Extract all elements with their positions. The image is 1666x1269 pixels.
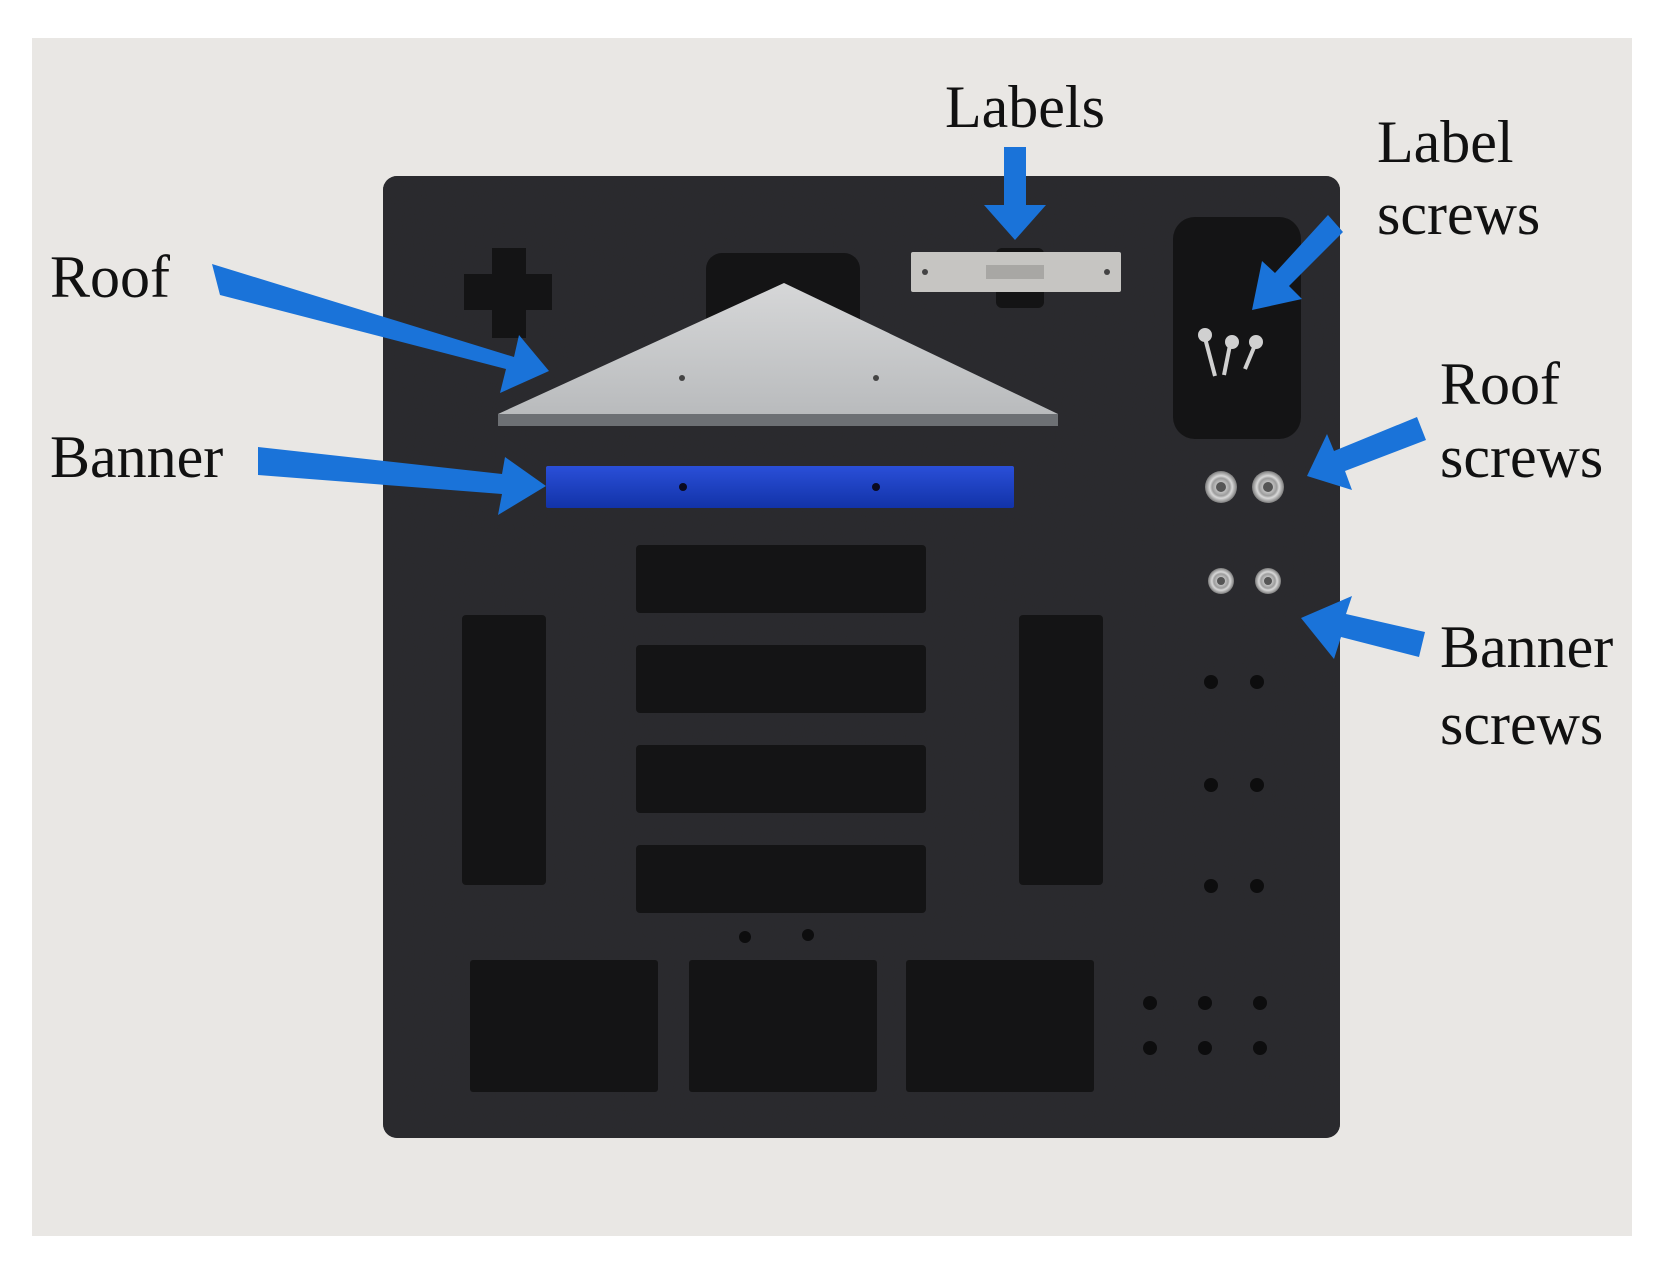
arrow-banner <box>258 447 546 515</box>
arrow-roof-screws <box>1307 417 1426 490</box>
label-screws <box>1198 328 1263 377</box>
annotation-arrows <box>212 147 1426 659</box>
labels-caption: Labels <box>945 74 1105 140</box>
label-screws-caption-line2: screws <box>1377 181 1541 247</box>
arrow-labels <box>984 147 1046 240</box>
roof-piece <box>498 283 1058 426</box>
roof-screws <box>1205 471 1284 503</box>
roof-caption: Roof <box>50 244 170 310</box>
banner-piece <box>546 466 1014 508</box>
banner-screws-caption-line2: screws <box>1440 691 1604 757</box>
label-screws-caption-line1: Label <box>1377 109 1514 175</box>
banner-caption: Banner <box>50 424 224 490</box>
screw-holes <box>739 675 1267 1055</box>
roof-screws-caption-line1: Roof <box>1440 351 1560 417</box>
banner-screws-caption-line1: Banner <box>1440 614 1614 680</box>
foam-cavities <box>462 217 1301 1092</box>
arrow-roof <box>212 264 549 393</box>
arrow-label-screws <box>1252 215 1343 310</box>
arrow-banner-screws <box>1301 596 1425 659</box>
banner-screws <box>1208 568 1281 594</box>
label-plate <box>911 252 1121 292</box>
roof-screws-caption-line2: screws <box>1440 424 1604 490</box>
